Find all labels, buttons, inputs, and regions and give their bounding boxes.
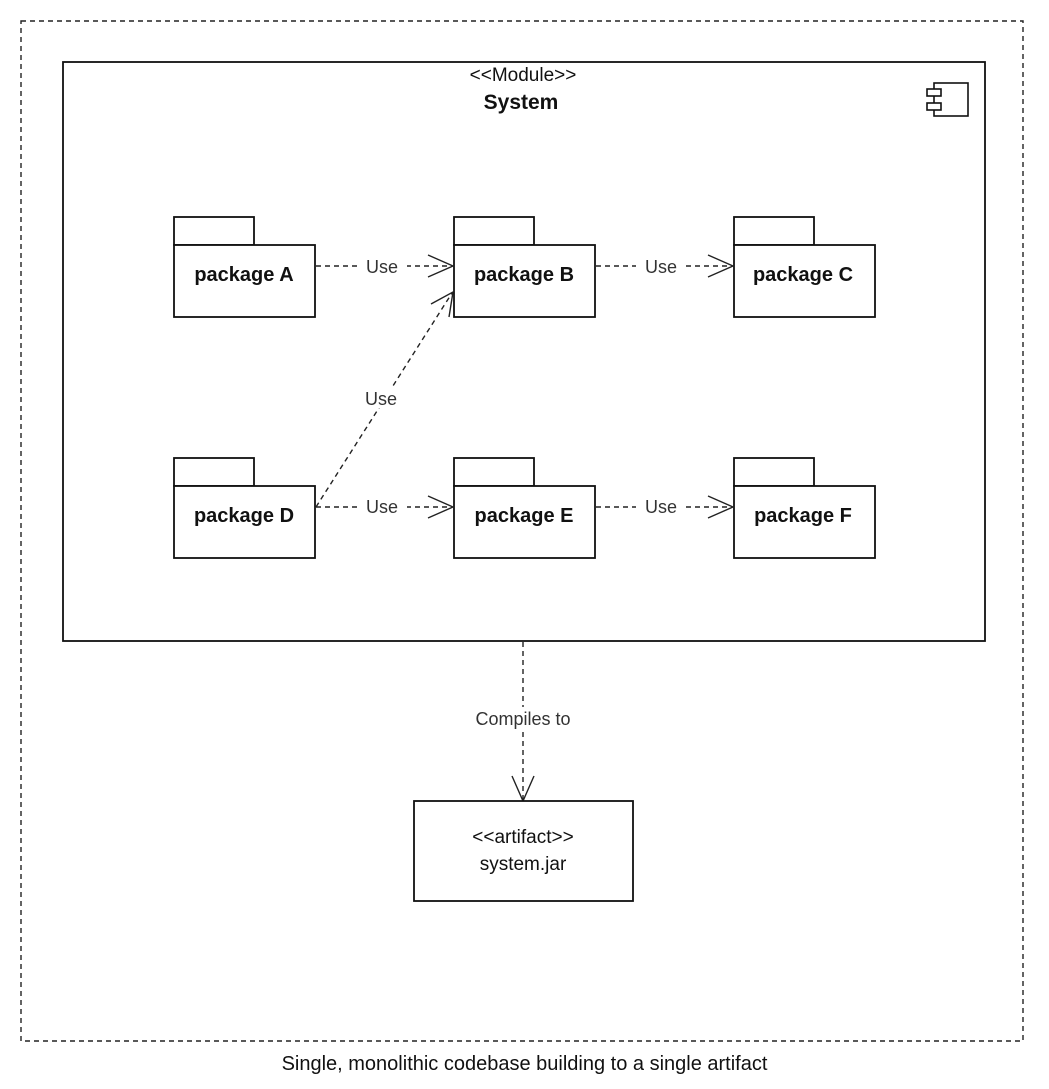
package-d-label: package D — [194, 505, 294, 527]
diagram-caption: Single, monolithic codebase building to … — [281, 1053, 768, 1075]
compiles-to-label: Compiles to — [475, 709, 570, 729]
dependency-d-b-label: Use — [365, 389, 397, 409]
dependency-d-b: Use — [315, 290, 454, 508]
package-c: package C — [733, 216, 876, 318]
package-c-label: package C — [753, 264, 853, 286]
artifact-system-jar: <<artifact>> system.jar — [413, 800, 634, 902]
dependency-e-f-label: Use — [645, 497, 677, 517]
package-e-label: package E — [475, 505, 574, 527]
package-f-label: package F — [754, 505, 852, 527]
package-d: package D — [173, 457, 316, 559]
package-b-label: package B — [474, 264, 574, 286]
dependency-b-c: Use — [596, 254, 735, 278]
dependency-d-e: Use — [316, 495, 455, 519]
package-f: package F — [733, 457, 876, 559]
artifact-stereotype: <<artifact>> — [472, 827, 573, 848]
module-title: System — [484, 91, 559, 114]
artifact-name: system.jar — [480, 854, 567, 875]
component-icon — [926, 82, 969, 117]
dependency-a-b-label: Use — [366, 257, 398, 277]
dependency-a-b: Use — [316, 254, 455, 278]
dependency-e-f: Use — [596, 495, 735, 519]
outer-boundary — [20, 20, 1024, 1042]
dependency-d-e-label: Use — [366, 497, 398, 517]
package-e: package E — [453, 457, 596, 559]
package-a-label: package A — [194, 264, 293, 286]
module-stereotype: <<Module>> — [470, 65, 577, 86]
dependency-b-c-label: Use — [645, 257, 677, 277]
package-a: package A — [173, 216, 316, 318]
package-b: package B — [453, 216, 596, 318]
dependency-compiles-to: Compiles to — [458, 642, 588, 803]
